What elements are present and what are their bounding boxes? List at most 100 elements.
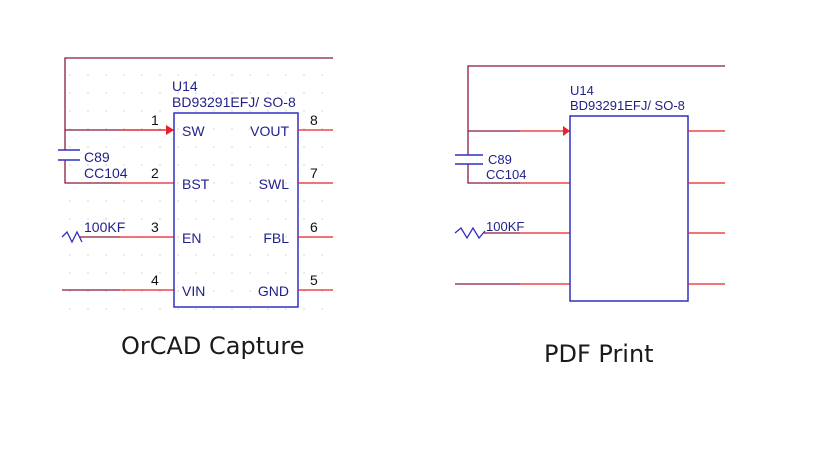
grid-dot [69,128,71,130]
grid-dot [321,254,323,256]
grid-dot [195,128,197,130]
grid-dot [87,164,89,166]
orcad-pin3-name: EN [182,230,201,246]
grid-dot [195,92,197,94]
grid-dot [249,74,251,76]
grid-dot [195,200,197,202]
grid-dot [141,92,143,94]
orcad-cap-ref-label: C89 [84,149,110,165]
grid-dot [159,254,161,256]
grid-dot [213,290,215,292]
grid-dot [213,254,215,256]
grid-dot [195,74,197,76]
orcad-pin7-number: 7 [310,165,318,181]
grid-dot [213,218,215,220]
grid-dot [285,110,287,112]
grid-dot [123,218,125,220]
grid-dot [195,146,197,148]
grid-dot [267,110,269,112]
grid-dot [213,128,215,130]
grid-dot [141,74,143,76]
grid-dot [267,92,269,94]
grid-dot [159,290,161,292]
pdf-caption: PDF Print [544,340,654,368]
grid-dot [303,290,305,292]
grid-dot [285,200,287,202]
grid-dot [69,308,71,310]
grid-dot [105,92,107,94]
grid-dot [87,92,89,94]
grid-dot [105,272,107,274]
grid-dot [231,182,233,184]
grid-dot [249,308,251,310]
grid-dot [231,218,233,220]
grid-dot [87,200,89,202]
grid-dot [195,218,197,220]
grid-dot [303,164,305,166]
grid-dot [303,308,305,310]
grid-dot [231,308,233,310]
grid-dot [159,146,161,148]
grid-dot [231,110,233,112]
orcad-pin2-name: BST [182,176,210,192]
grid-dot [249,110,251,112]
grid-dot [321,272,323,274]
grid-dot [105,200,107,202]
grid-dot [123,290,125,292]
grid-dot [285,290,287,292]
grid-dot [303,128,305,130]
grid-dot [159,128,161,130]
grid-dot [303,74,305,76]
grid-dot [213,272,215,274]
grid-dot [123,272,125,274]
grid-dot [141,272,143,274]
orcad-pin8-number: 8 [310,112,318,128]
grid-dot [267,164,269,166]
grid-dot [285,218,287,220]
grid-dot [87,254,89,256]
grid-dot [195,164,197,166]
grid-dot [267,218,269,220]
grid-dot [69,218,71,220]
grid-dot [231,236,233,238]
pdf-cap-ref-label: C89 [488,152,512,167]
grid-dot [267,182,269,184]
pdf-pin1-arrow-icon [563,126,570,136]
grid-dot [231,128,233,130]
grid-dot [285,128,287,130]
grid-dot [177,254,179,256]
grid-dot [195,254,197,256]
grid-dot [87,128,89,130]
grid-dot [177,146,179,148]
grid-dot [249,290,251,292]
grid-dot [141,218,143,220]
grid-dot [105,74,107,76]
grid-dot [303,110,305,112]
grid-dot [321,92,323,94]
grid-dot [249,164,251,166]
grid-dot [159,74,161,76]
grid-dot [303,218,305,220]
grid-dot [177,272,179,274]
orcad-resistor-icon [61,230,83,244]
grid-dot [141,164,143,166]
grid-dot [321,128,323,130]
grid-dot [231,290,233,292]
orcad-grid [69,74,323,310]
grid-dot [213,164,215,166]
grid-dot [177,308,179,310]
grid-dot [267,74,269,76]
grid-dot [177,110,179,112]
grid-dot [105,164,107,166]
grid-dot [141,290,143,292]
grid-dot [69,290,71,292]
grid-dot [249,200,251,202]
grid-dot [141,200,143,202]
grid-dot [213,110,215,112]
grid-dot [123,92,125,94]
grid-dot [249,272,251,274]
pdf-resistor-icon [454,226,486,240]
grid-dot [285,74,287,76]
pdf-feedback-wire [467,65,725,132]
